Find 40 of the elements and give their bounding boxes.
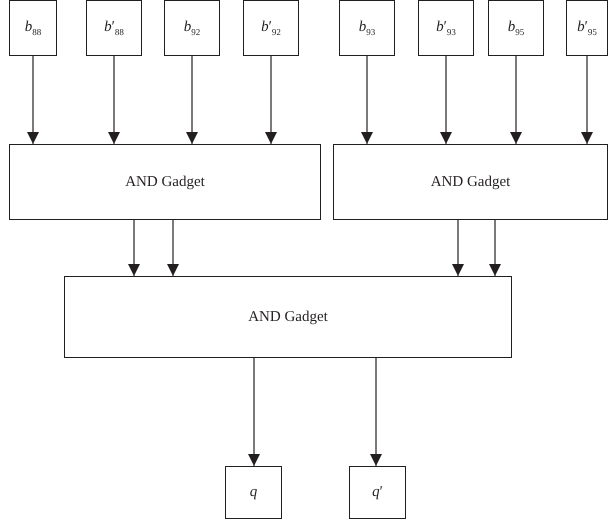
- variable-label: b$_{92}$: [184, 19, 200, 37]
- variable-label: b′$_{95}$: [577, 19, 597, 37]
- arrow: [370, 358, 382, 466]
- variable-box: [488, 0, 544, 56]
- variable-label: q′: [372, 484, 383, 501]
- gadget-label: AND Gadget: [248, 308, 328, 326]
- arrow: [265, 56, 277, 144]
- gadget-box: [9, 144, 321, 220]
- arrow: [108, 56, 120, 144]
- variable-box: [243, 0, 299, 56]
- arrow: [510, 56, 522, 144]
- variable-box: [9, 0, 57, 56]
- variable-box: [339, 0, 395, 56]
- arrow: [248, 358, 260, 466]
- arrow: [581, 56, 593, 144]
- variable-label: b′$_{88}$: [104, 19, 124, 37]
- arrow: [128, 220, 140, 276]
- variable-box: [164, 0, 220, 56]
- variable-box: [86, 0, 142, 56]
- gadget-box: [333, 144, 608, 220]
- arrow: [361, 56, 373, 144]
- variable-box: [349, 466, 406, 519]
- arrow: [452, 220, 464, 276]
- arrow: [186, 56, 198, 144]
- arrow: [440, 56, 452, 144]
- variable-label: b′$_{92}$: [261, 19, 281, 37]
- variable-box: [566, 0, 608, 56]
- gadget-box: [64, 276, 512, 358]
- variable-label: b$_{95}$: [508, 19, 524, 37]
- arrow: [489, 220, 501, 276]
- variable-label: q: [250, 484, 258, 501]
- variable-box: [418, 0, 474, 56]
- gadget-label: AND Gadget: [430, 174, 510, 190]
- variable-label: b′$_{93}$: [436, 19, 456, 37]
- variable-label: b$_{88}$: [24, 19, 42, 37]
- arrow: [27, 56, 39, 144]
- gadget-label: AND Gadget: [125, 174, 205, 190]
- variable-label: b$_{93}$: [358, 19, 376, 37]
- arrow: [167, 220, 179, 276]
- variable-box: [225, 466, 282, 519]
